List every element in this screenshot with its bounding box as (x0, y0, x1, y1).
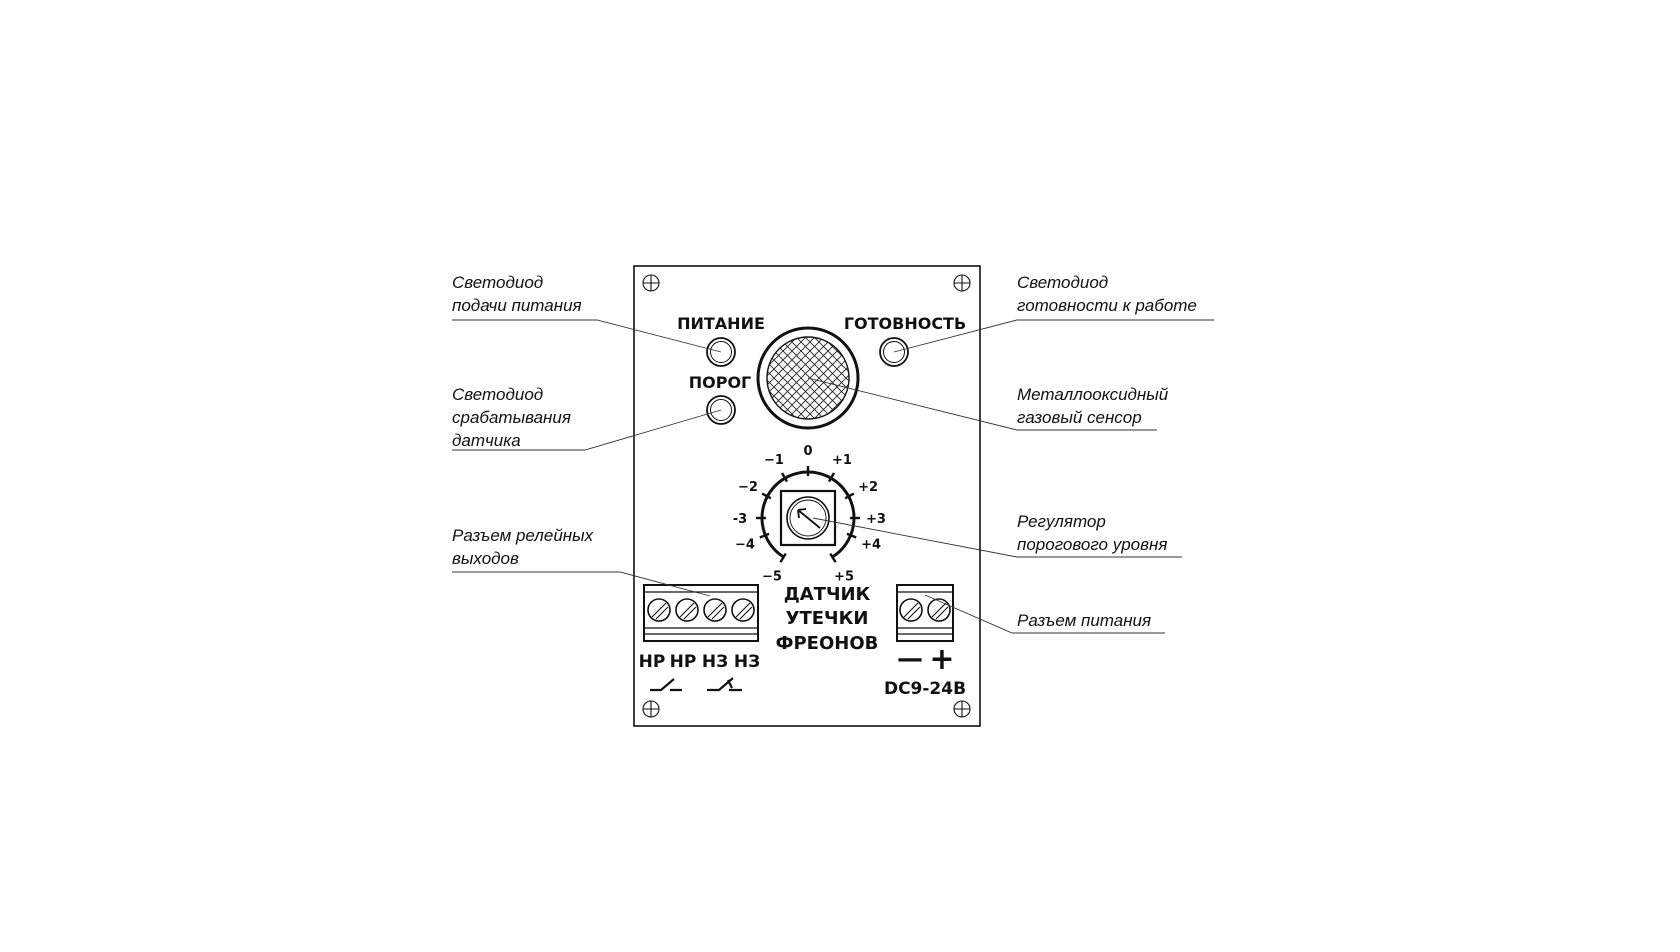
relay-terminal-label: НЗ (702, 652, 728, 672)
relay-connector-icon (643, 584, 759, 642)
relay-terminal-label: НР (639, 652, 666, 672)
callout-sensor: Металлооксидный газовый сенсор (1017, 385, 1169, 427)
terminal-screw-slot-icon (931, 602, 949, 620)
dial-tick (780, 472, 789, 483)
callout-threshold-regulator: Регулятор порогового уровня (1017, 512, 1168, 554)
callout-ready-led: Светодиод готовности к работе (1017, 273, 1197, 315)
dial-tick (779, 552, 787, 563)
dial-tick-label: −4 (735, 537, 755, 552)
terminal-screw-slot-icon (679, 602, 697, 620)
dial-tick-label: −1 (764, 453, 784, 468)
dial-tick-label: 0 (803, 444, 812, 459)
dial-tick (761, 492, 772, 500)
terminal-screw-slot-icon (707, 602, 725, 620)
led-power-label: ПИТАНИЕ (677, 314, 765, 333)
dial-tick (846, 532, 857, 539)
dial-tick-label: −5 (762, 570, 782, 585)
dial-tick-label: −2 (738, 480, 758, 495)
device-name-line-1: ДАТЧИК (784, 584, 871, 605)
panel-outline (633, 265, 981, 727)
terminal-screw-slot-icon (651, 602, 669, 620)
dial-tick (759, 532, 770, 539)
corner-screw-icon (642, 274, 971, 718)
callout-power-connector: Разъем питания (1017, 611, 1152, 630)
dial-tick-label: -3 (733, 512, 747, 527)
led-threshold-label: ПОРОГ (689, 373, 752, 392)
dial-tick (829, 552, 837, 563)
power-minus-label: — (897, 644, 923, 674)
power-plus-label: + (929, 642, 954, 677)
callout-threshold-led: Светодиод срабатывания датчика (452, 385, 571, 450)
dial-tick-label: +4 (861, 537, 881, 552)
dial-tick (827, 472, 836, 483)
power-rating-label: DC9-24В (884, 679, 966, 699)
led-ready-label: ГОТОВНОСТЬ (844, 314, 966, 333)
callout-relay-connector: Разъем релейных выходов (452, 526, 594, 568)
dial-knob-ring (789, 499, 827, 537)
dial-pointer-arrow-icon (797, 508, 821, 529)
dial-tick-label: +3 (866, 512, 886, 527)
device-name-line-2: УТЕЧКИ (786, 608, 869, 629)
terminal-screw-slot-icon (735, 602, 753, 620)
power-connector-icon (896, 584, 954, 642)
relay-terminal-label: НР (670, 652, 697, 672)
dial-tick (844, 492, 855, 500)
dial-tick-label: +2 (858, 480, 878, 495)
relay-contact-symbol-icon (650, 677, 742, 692)
dial-tick-label: +5 (834, 570, 854, 585)
device-name-line-3: ФРЕОНОВ (776, 633, 879, 654)
dial-tick-label: +1 (832, 453, 852, 468)
relay-terminal-label: НЗ (734, 652, 760, 672)
leader-lines (452, 319, 1214, 634)
terminal-screw-slot-icon (903, 602, 921, 620)
threshold-dial[interactable]: −5 −4 -3 −2 −1 0 +1 +2 +3 +4 +5 (733, 444, 886, 585)
callout-power-led: Светодиод подачи питания (452, 273, 582, 315)
